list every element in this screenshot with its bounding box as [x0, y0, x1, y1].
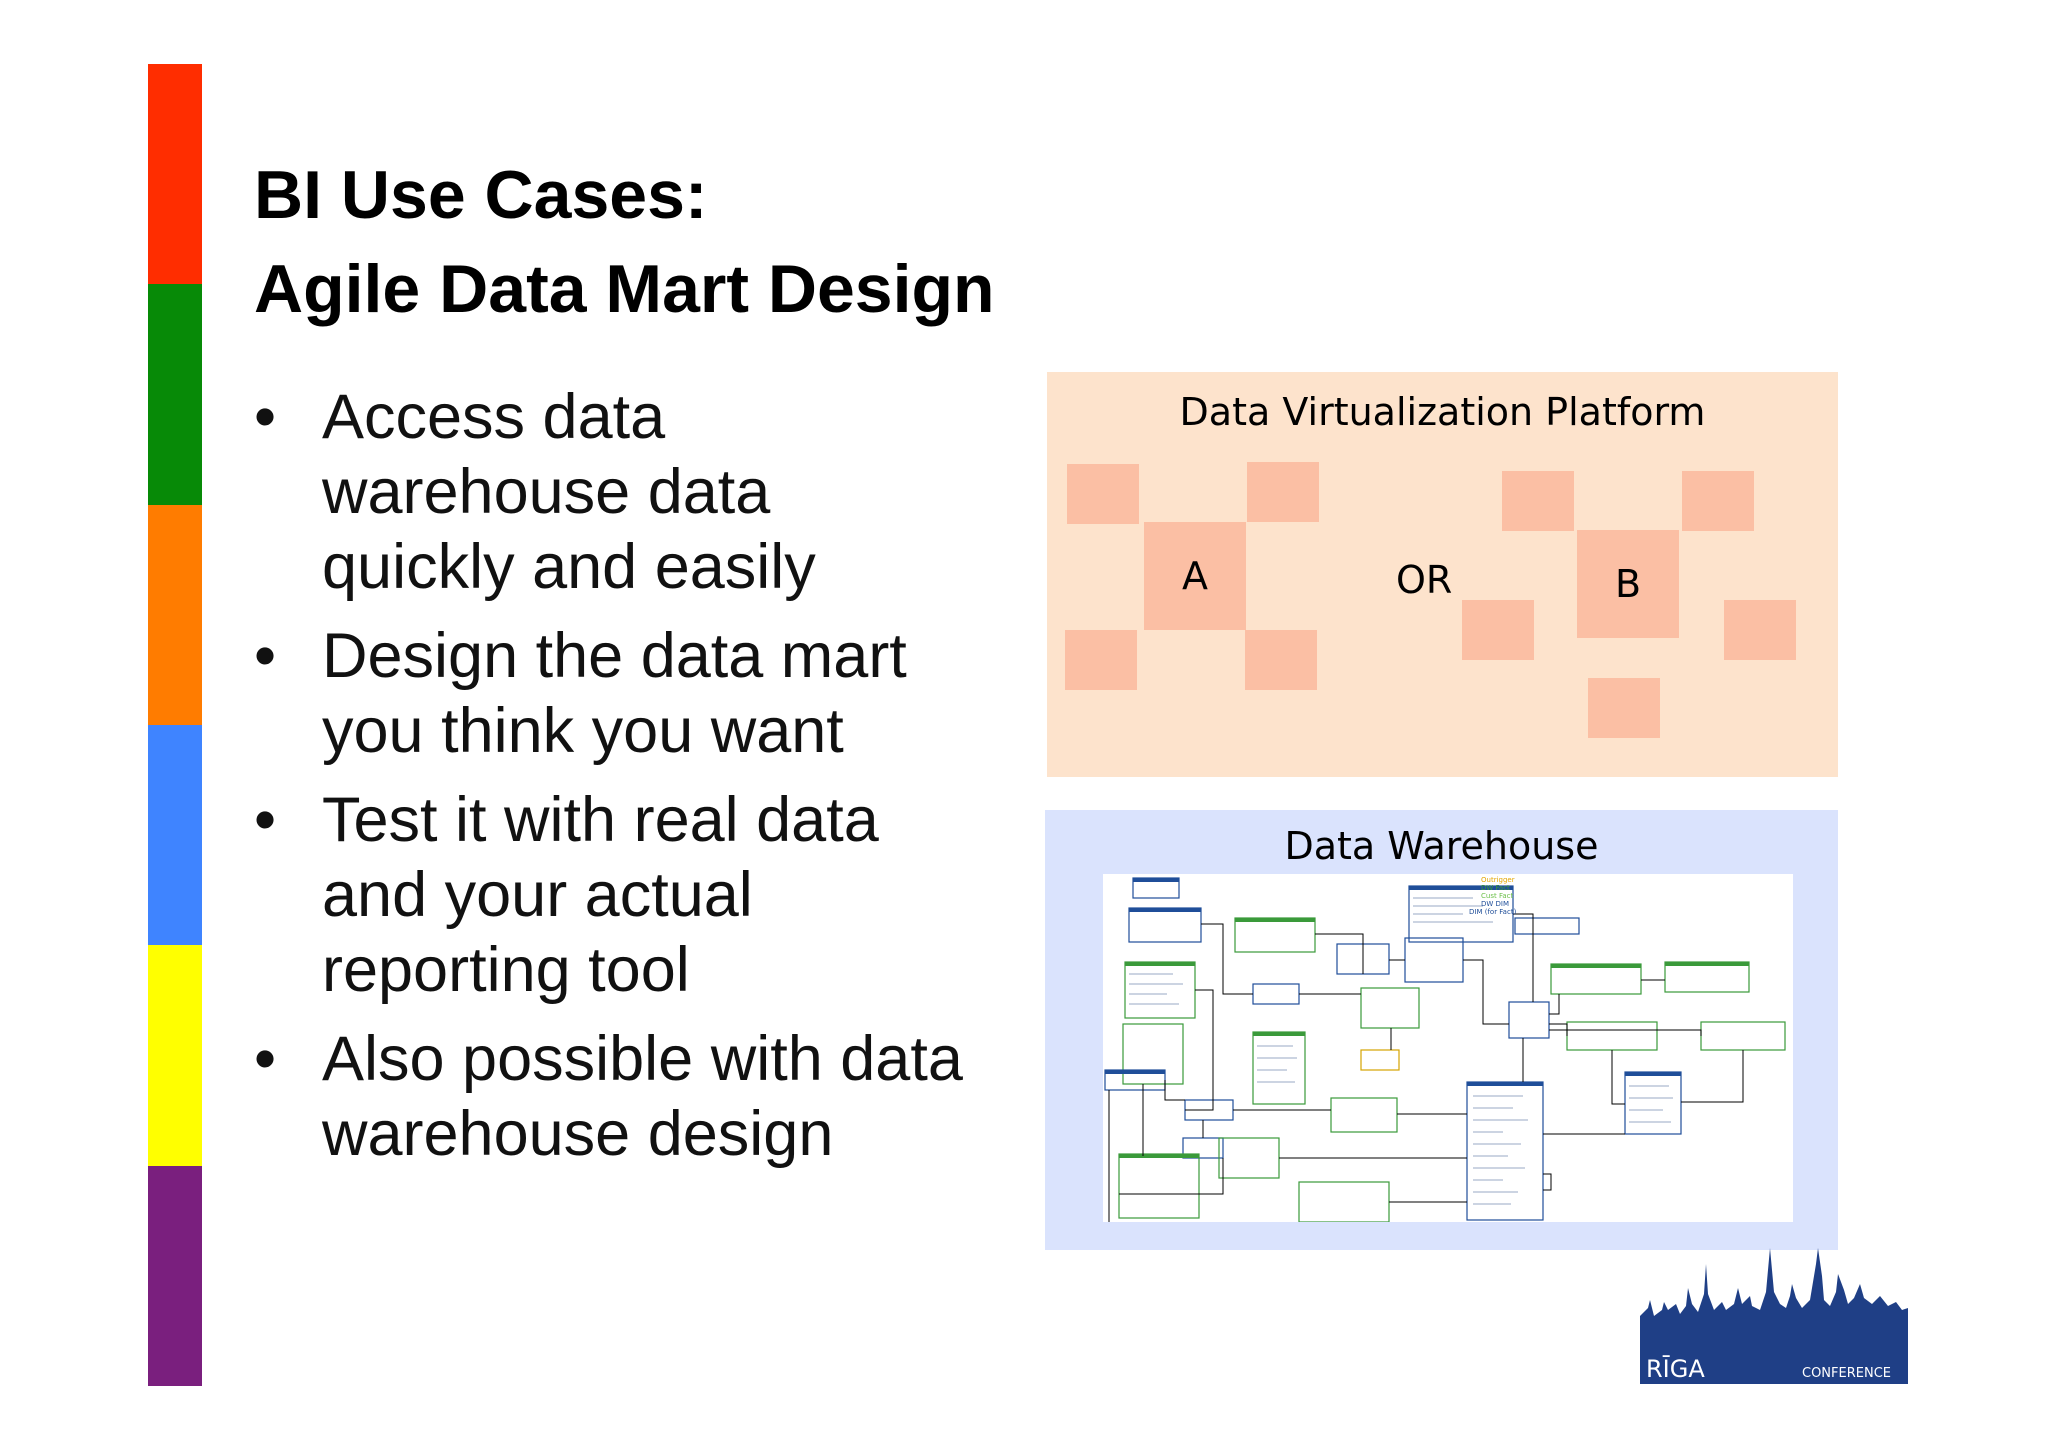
bullet-text: Also possible with data warehouse design [322, 1024, 963, 1169]
logo-city: RĪGA [1646, 1354, 1705, 1383]
legend-dw-fact: DW Fact [1481, 884, 1510, 892]
logo-conference: CONFERENCE [1802, 1366, 1891, 1381]
stripe-orange [148, 504, 202, 725]
erd-table [1664, 961, 1750, 993]
legend-dim-for-fact: DIM (for Fact) [1469, 908, 1517, 916]
stripe-purple [148, 1165, 202, 1386]
erd-table [1700, 1021, 1786, 1051]
erd-table [1330, 1097, 1398, 1133]
data-virtualization-panel: Data Virtualization Platform A OR B [1047, 372, 1838, 777]
dimension-box [1588, 678, 1660, 738]
erd-diagram: Outrigger DW Fact Cust Fact DW DIM DIM (… [1103, 874, 1793, 1222]
erd-table [1508, 1001, 1550, 1039]
bullet-item: • Also possible with data warehouse desig… [254, 1022, 1014, 1172]
dimension-box [1502, 471, 1574, 531]
riga-conference-logo: RĪGA CONFERENCE [1640, 1244, 1908, 1384]
bullet-item: • Design the data mart you think you want [254, 619, 1014, 769]
riga-skyline-icon: RĪGA CONFERENCE [1640, 1248, 1908, 1384]
bullet-list: • Access data warehouse data quickly and … [254, 380, 1014, 1186]
erd-table [1624, 1071, 1682, 1135]
bullet-text: Test it with real data and your actual r… [322, 785, 879, 1005]
bullet-dot: • [254, 1024, 277, 1094]
erd-table [1124, 961, 1196, 1019]
rainbow-stripe [148, 64, 202, 1386]
erd-table [1128, 907, 1202, 943]
bullet-dot: • [254, 621, 277, 691]
dimension-box [1245, 630, 1317, 690]
stripe-yellow [148, 945, 202, 1166]
dimension-box [1724, 600, 1796, 660]
stripe-green [148, 284, 202, 505]
erd-table [1466, 1081, 1544, 1221]
slide-title: BI Use Cases: Agile Data Mart Design [254, 148, 995, 336]
bullet-item: • Access data warehouse data quickly and … [254, 380, 1014, 605]
bullet-text: Access data warehouse data quickly and e… [322, 382, 816, 602]
erd-table [1514, 917, 1580, 935]
data-warehouse-panel: Data Warehouse [1045, 810, 1838, 1250]
legend-outrigger: Outrigger [1481, 876, 1515, 884]
erd-table [1234, 917, 1316, 953]
erd-table [1252, 1031, 1306, 1105]
erd-svg: Outrigger DW Fact Cust Fact DW DIM DIM (… [1104, 876, 1786, 1222]
fact-box-b: B [1577, 530, 1679, 638]
erd-table [1360, 987, 1420, 1029]
erd-table [1298, 1181, 1390, 1222]
warehouse-title: Data Warehouse [1284, 824, 1599, 868]
stripe-red [148, 64, 202, 285]
fact-box-a: A [1144, 522, 1246, 630]
bullet-dot: • [254, 785, 277, 855]
label-b: B [1614, 562, 1642, 606]
legend-cust-fact: Cust Fact [1481, 892, 1513, 900]
dimension-box [1065, 630, 1137, 690]
erd-table [1122, 1023, 1184, 1085]
title-line-1: BI Use Cases: [254, 157, 708, 233]
erd-table [1566, 1021, 1658, 1051]
erd-table [1118, 1153, 1200, 1219]
dimension-box [1247, 462, 1319, 522]
label-a: A [1182, 554, 1208, 598]
bullet-text: Design the data mart you think you want [322, 621, 907, 766]
bullet-item: • Test it with real data and your actual … [254, 783, 1014, 1008]
erd-table [1252, 983, 1300, 1005]
bullet-dot: • [254, 382, 277, 452]
virtualization-title: Data Virtualization Platform [1179, 390, 1706, 434]
label-or: OR [1396, 558, 1453, 602]
erd-table [1550, 963, 1642, 995]
legend-dw-dim: DW DIM [1481, 900, 1509, 908]
title-line-2: Agile Data Mart Design [254, 251, 995, 327]
dimension-box [1682, 471, 1754, 531]
stripe-blue [148, 724, 202, 946]
erd-table [1218, 1137, 1280, 1179]
dimension-box [1462, 600, 1534, 660]
erd-table [1360, 1049, 1400, 1071]
erd-table [1404, 937, 1464, 983]
dimension-box [1067, 464, 1139, 524]
